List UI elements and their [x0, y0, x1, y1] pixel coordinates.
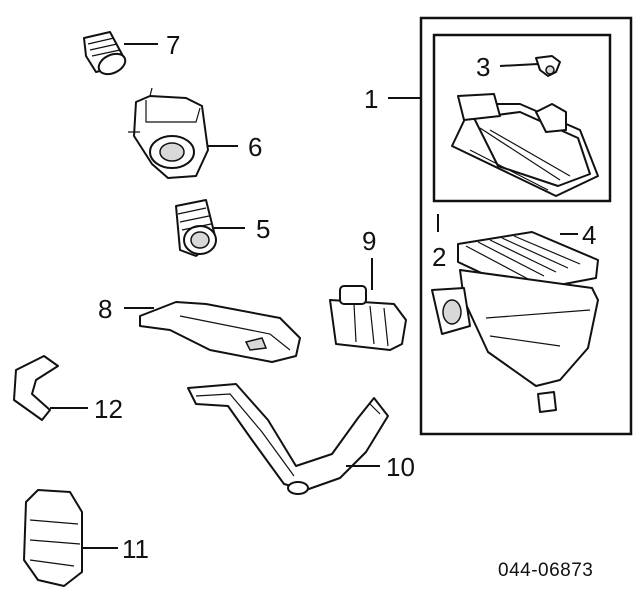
- part-12-bracket: [13, 355, 88, 421]
- callout-3: 3: [476, 52, 490, 82]
- part-3-sensor: [499, 55, 561, 77]
- part-7-hose: [83, 31, 158, 76]
- callout-11: 11: [122, 534, 149, 564]
- callout-2: 2: [432, 242, 446, 272]
- callout-7: 7: [166, 30, 180, 60]
- callout-10: 10: [386, 452, 415, 482]
- diagram-code: 044-06873: [498, 560, 593, 581]
- part-1-air-cleaner-cap: [388, 93, 599, 197]
- callout-6: 6: [248, 132, 262, 162]
- callout-9: 9: [362, 226, 376, 256]
- callout-5: 5: [256, 214, 270, 244]
- part-11-cover: [23, 489, 118, 587]
- air-cleaner-cap-box: [432, 33, 612, 203]
- part-5-hose: [175, 199, 245, 257]
- part-2-air-cleaner-case: [431, 214, 599, 413]
- callout-8: 8: [98, 294, 112, 324]
- part-6-resonator: [128, 87, 238, 179]
- callout-1: 1: [364, 84, 378, 114]
- callout-12: 12: [94, 394, 123, 424]
- part-9-air-flow-meter: [329, 258, 407, 351]
- callout-4: 4: [582, 220, 596, 250]
- part-8-intake-duct: [124, 301, 301, 363]
- part-10-intake-hose: [187, 383, 389, 495]
- air-cleaner-assembly-box: [419, 16, 633, 436]
